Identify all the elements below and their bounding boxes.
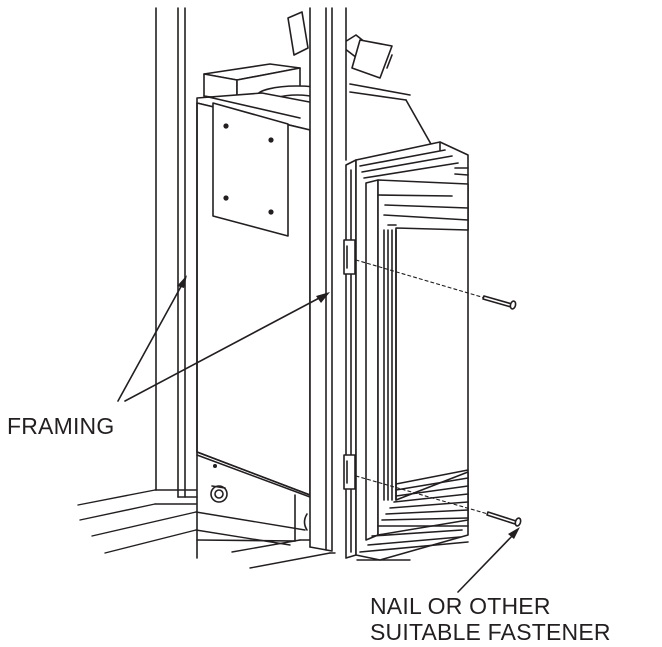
fastener-leader-arrow <box>458 527 520 592</box>
framing-stud-right <box>310 8 346 551</box>
fastener-label-line1: NAIL OR OTHER <box>370 593 551 619</box>
fastener-label-line2: SUITABLE FASTENER <box>370 619 611 645</box>
nailing-flange <box>344 160 356 558</box>
framing-label: FRAMING <box>7 413 114 439</box>
framing-stud-left <box>156 8 197 497</box>
louver-trim <box>356 142 468 560</box>
mounting-plate <box>213 103 288 236</box>
